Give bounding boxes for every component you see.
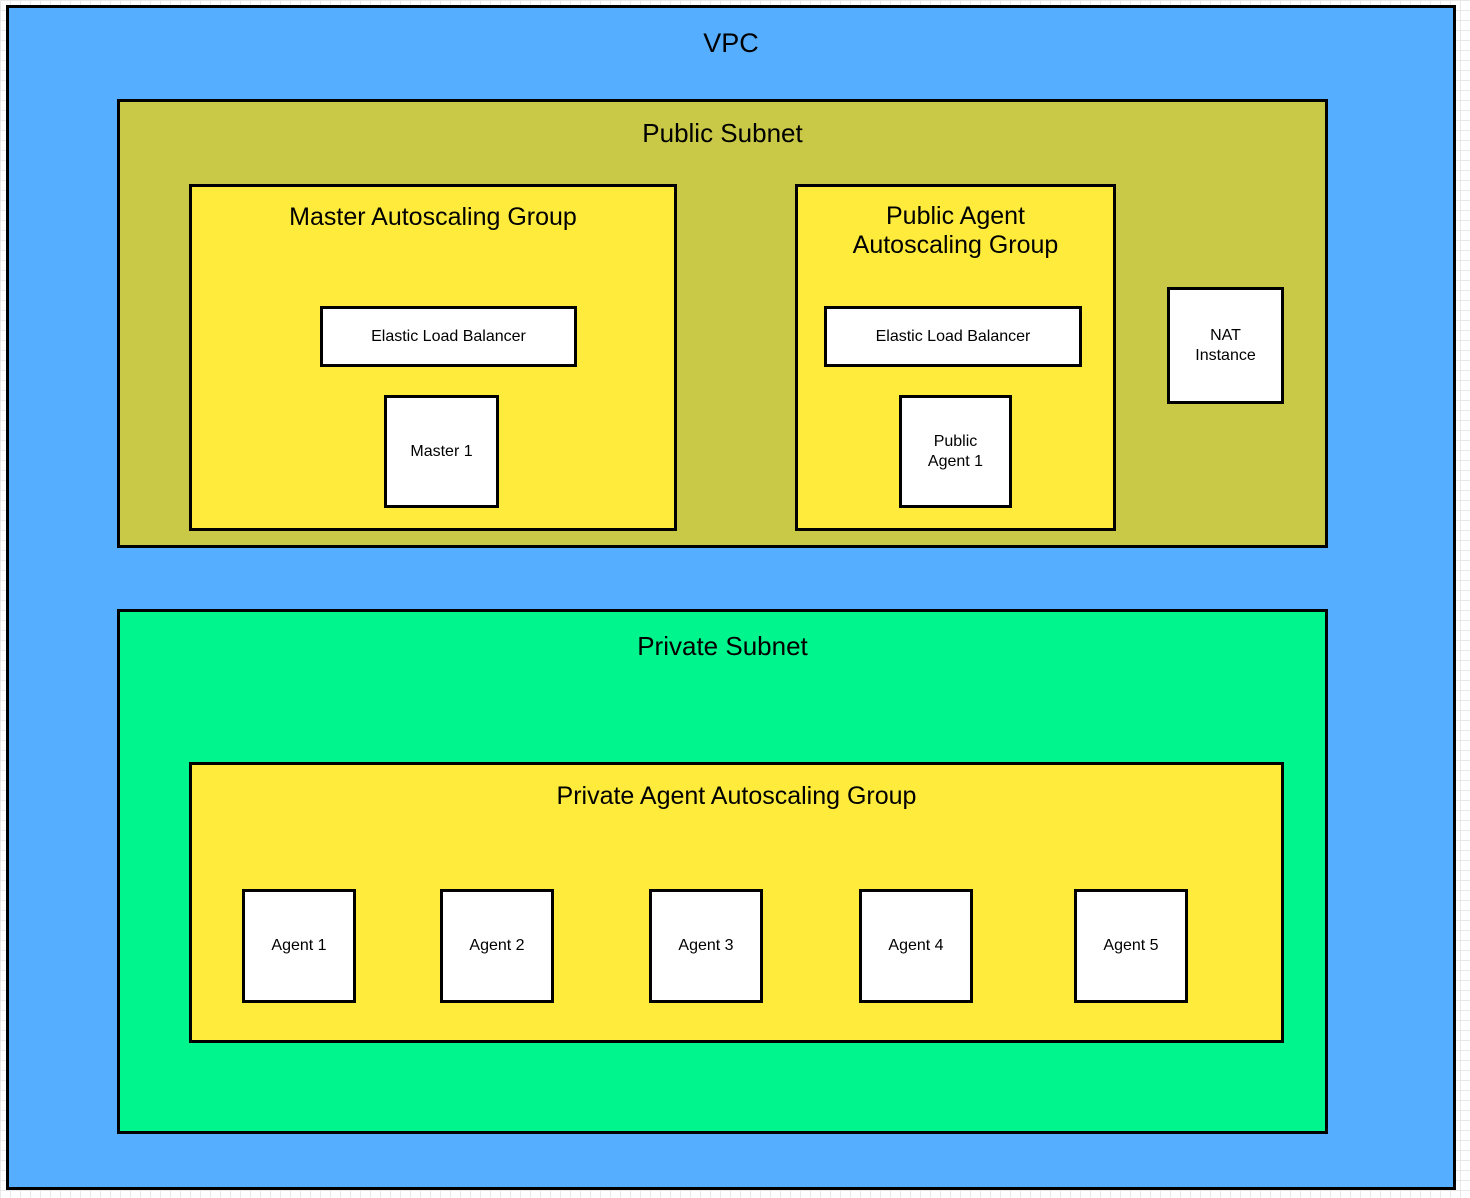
public-subnet-label: Public Subnet	[642, 118, 803, 148]
private-agent-autoscaling-group-container[interactable]: Private Agent Autoscaling Group Agent 1 …	[189, 762, 1284, 1043]
public-agent-1-instance[interactable]: Public Agent 1	[899, 395, 1012, 508]
agent-2-instance[interactable]: Agent 2	[440, 889, 554, 1003]
master-1-instance[interactable]: Master 1	[384, 395, 499, 508]
public-subnet-container[interactable]: Public Subnet Master Autoscaling Group E…	[117, 99, 1328, 548]
vpc-container[interactable]: VPC Public Subnet Master Autoscaling Gro…	[6, 5, 1456, 1190]
agent-1-instance[interactable]: Agent 1	[242, 889, 356, 1003]
master-elastic-load-balancer[interactable]: Elastic Load Balancer	[320, 306, 577, 367]
vpc-label: VPC	[703, 28, 759, 58]
agent-4-instance[interactable]: Agent 4	[859, 889, 973, 1003]
private-subnet-label: Private Subnet	[637, 631, 808, 661]
public-agent-autoscaling-group-container[interactable]: Public Agent Autoscaling Group Elastic L…	[795, 184, 1116, 531]
public-agent-autoscaling-group-label: Public Agent Autoscaling Group	[852, 202, 1059, 259]
agent-5-instance[interactable]: Agent 5	[1074, 889, 1188, 1003]
agent-3-instance[interactable]: Agent 3	[649, 889, 763, 1003]
private-subnet-container[interactable]: Private Subnet Private Agent Autoscaling…	[117, 609, 1328, 1134]
private-agent-autoscaling-group-label: Private Agent Autoscaling Group	[556, 782, 917, 810]
nat-instance[interactable]: NAT Instance	[1167, 287, 1284, 404]
master-autoscaling-group-label: Master Autoscaling Group	[289, 203, 577, 231]
master-autoscaling-group-container[interactable]: Master Autoscaling Group Elastic Load Ba…	[189, 184, 677, 531]
public-agent-elastic-load-balancer[interactable]: Elastic Load Balancer	[824, 306, 1082, 367]
